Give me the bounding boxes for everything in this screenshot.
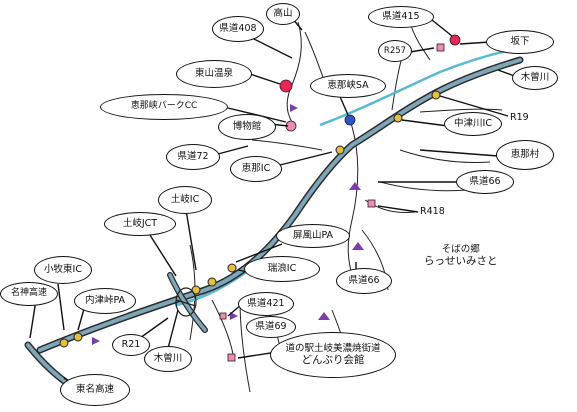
leader-toki-ic bbox=[185, 209, 197, 271]
leader-sakashita-yoshino bbox=[431, 19, 453, 37]
label-kendo408: 県道408 bbox=[212, 16, 264, 42]
label-kisogawa-top: 木曽川 bbox=[512, 66, 558, 90]
label-hida-hayato: R257 bbox=[378, 40, 412, 62]
label-soba-no-sato: そばの郷 らっせいみさと bbox=[424, 244, 498, 268]
label-soba-line1: そばの郷 bbox=[441, 244, 480, 255]
label-kendo415: 県道415 bbox=[368, 6, 434, 28]
higashiyama-onsen-marker bbox=[279, 79, 293, 93]
label-r21: R21 bbox=[112, 334, 150, 356]
arrow-4 bbox=[230, 312, 238, 320]
road-kendo415 bbox=[409, 21, 431, 61]
michinoeki-marker bbox=[227, 353, 236, 362]
road-local-3 bbox=[239, 299, 251, 393]
road-kendo66-top bbox=[379, 181, 469, 192]
road-ena-village bbox=[399, 149, 491, 163]
label-michinoeki: 道の駅土岐美濃焼街道 どんぶり会館 bbox=[270, 332, 396, 378]
label-r418: R418 bbox=[420, 206, 445, 217]
arrow-1 bbox=[290, 104, 298, 112]
label-kendo66-bottom: 県道66 bbox=[336, 268, 392, 294]
leader-higashiyama bbox=[249, 73, 281, 85]
label-tomei: 東名高速 bbox=[60, 374, 130, 406]
leader-sagashita bbox=[459, 41, 491, 45]
nakatsugawa-ic-dot bbox=[393, 113, 403, 123]
leader-toki-jct bbox=[147, 231, 177, 277]
road-local-6 bbox=[211, 299, 235, 361]
label-sakashita: 坂下 bbox=[486, 30, 554, 54]
arrow-5 bbox=[92, 337, 100, 345]
label-toki-ic: 土岐IC bbox=[158, 186, 212, 214]
kendo421-marker bbox=[219, 312, 227, 320]
label-ena-kyo-park: 恵那峡パークCC bbox=[100, 94, 228, 120]
label-hakubutsukan: 博物館 bbox=[218, 114, 276, 140]
sakashita-marker bbox=[449, 34, 461, 46]
label-komaki-higashi-ic: 小牧東IC bbox=[34, 256, 92, 284]
label-takayama: 高山 bbox=[266, 3, 300, 25]
komaki-ic-dot bbox=[73, 332, 83, 342]
arrow-3 bbox=[318, 312, 330, 320]
label-higashiyama-onsen: 東山温泉 bbox=[176, 60, 252, 88]
label-kendo66-top: 県道66 bbox=[456, 170, 514, 194]
label-michinoeki-line2: どんぶり会館 bbox=[301, 354, 365, 367]
arrow-2 bbox=[349, 182, 361, 190]
label-kendo72: 県道72 bbox=[166, 144, 220, 170]
sagashita-dot bbox=[431, 90, 441, 100]
label-ena-sa: 恵那峡SA bbox=[310, 74, 386, 98]
leader-komaki bbox=[57, 283, 65, 331]
ena-ic-dot bbox=[335, 145, 345, 155]
label-kendo421: 県道421 bbox=[238, 292, 294, 316]
label-ena-village: 恵那村 bbox=[496, 140, 554, 170]
leader-yashiroyama bbox=[235, 243, 283, 263]
leader-nakatsugawa bbox=[401, 119, 449, 127]
ena-sa-marker bbox=[344, 114, 356, 126]
arrow-6 bbox=[352, 242, 364, 250]
leader-kendo72 bbox=[217, 145, 249, 155]
label-michinoeki-line1: 道の駅土岐美濃焼街道 bbox=[285, 342, 381, 354]
leader-ena-village bbox=[419, 149, 499, 157]
road-r19 bbox=[419, 108, 503, 113]
leader-r418 bbox=[377, 205, 419, 213]
label-r19: R19 bbox=[510, 112, 529, 123]
kiso-river-upper bbox=[319, 46, 521, 127]
road-kendo72 bbox=[251, 139, 323, 151]
label-soba-line2: らっせいみさと bbox=[424, 255, 498, 268]
label-nakatsugawa-ic: 中津川IC bbox=[444, 112, 502, 136]
label-ena-ic: 恵那IC bbox=[230, 156, 282, 182]
toki-jct-loop bbox=[175, 287, 197, 317]
leader-chuo bbox=[29, 299, 37, 339]
label-chuo-jidosha: 名神高速 bbox=[0, 282, 58, 306]
label-toki-jct: 土岐JCT bbox=[104, 212, 176, 236]
toki-ic-dot bbox=[207, 277, 217, 287]
label-kisogawa-bottom: 木曽川 bbox=[144, 346, 192, 372]
label-yashiroyama-pa: 屏風山PA bbox=[276, 224, 350, 248]
label-uchitsu-pa: 内津峠PA bbox=[74, 288, 136, 314]
leader-r21 bbox=[139, 317, 169, 339]
mizunami-ic-dot bbox=[227, 263, 237, 273]
r418-marker bbox=[367, 199, 376, 208]
uchitsu-pa-dot bbox=[59, 338, 69, 348]
r257-marker bbox=[436, 43, 445, 52]
label-mizunami-ic: 瑞浪IC bbox=[244, 256, 320, 282]
leader-r257 bbox=[409, 47, 435, 53]
label-kendo69: 県道69 bbox=[246, 316, 296, 338]
leader-r19 bbox=[439, 95, 509, 117]
